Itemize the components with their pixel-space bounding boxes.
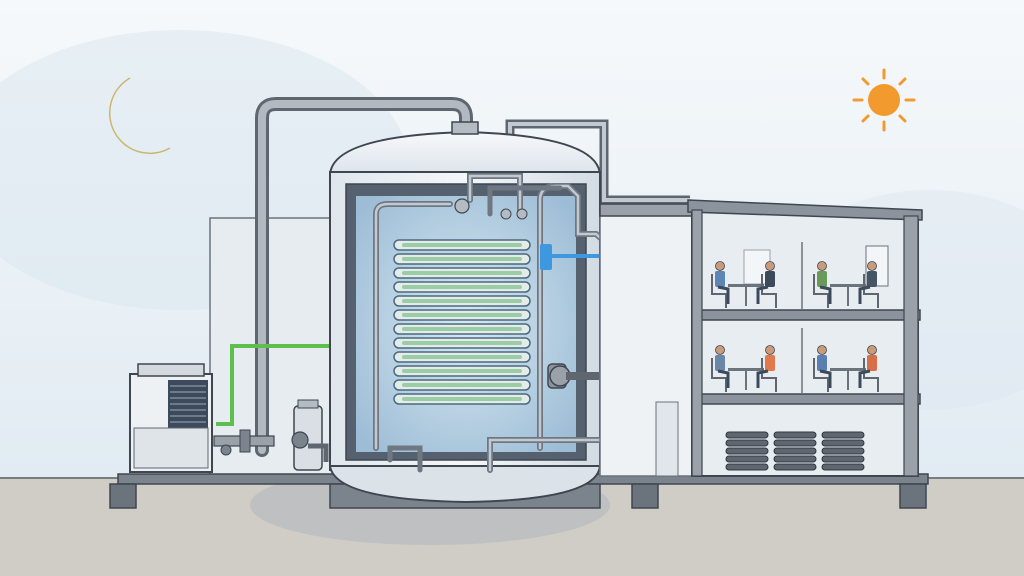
sun-icon bbox=[852, 68, 916, 132]
coil-loop bbox=[393, 337, 531, 349]
coil-loop bbox=[393, 253, 531, 265]
coil-loop bbox=[393, 239, 531, 251]
circulation-pump bbox=[291, 399, 329, 471]
person bbox=[711, 345, 730, 392]
person bbox=[756, 261, 777, 308]
blue-line-inlet bbox=[540, 244, 552, 270]
meeting-table-group bbox=[813, 345, 879, 392]
crescent-moon-icon bbox=[108, 77, 171, 155]
coil-loop bbox=[393, 351, 531, 363]
office-occupants bbox=[711, 261, 879, 392]
person bbox=[756, 345, 777, 392]
meeting-table-group bbox=[711, 261, 777, 308]
meeting-table-group bbox=[711, 345, 777, 392]
coil-loop bbox=[393, 323, 531, 335]
coil-loop bbox=[393, 281, 531, 293]
person bbox=[813, 345, 832, 392]
radiator bbox=[725, 431, 769, 471]
heat-pump-unit bbox=[129, 363, 213, 473]
radiator bbox=[821, 431, 865, 471]
heat-pump-valves bbox=[213, 429, 275, 456]
office-building bbox=[599, 199, 923, 477]
person bbox=[858, 261, 879, 308]
meeting-table-group bbox=[813, 261, 879, 308]
coil-loop bbox=[393, 393, 531, 405]
coil-loop bbox=[393, 295, 531, 307]
green-charging-line bbox=[216, 344, 330, 426]
radiator bbox=[773, 431, 817, 471]
person bbox=[711, 261, 730, 308]
person bbox=[858, 345, 879, 392]
coil-loop bbox=[393, 365, 531, 377]
coil-loop bbox=[393, 267, 531, 279]
person bbox=[813, 261, 832, 308]
coil-loop bbox=[393, 309, 531, 321]
heat-exchanger-coil bbox=[393, 239, 531, 405]
coil-loop bbox=[393, 379, 531, 391]
floor-radiators bbox=[725, 431, 865, 471]
